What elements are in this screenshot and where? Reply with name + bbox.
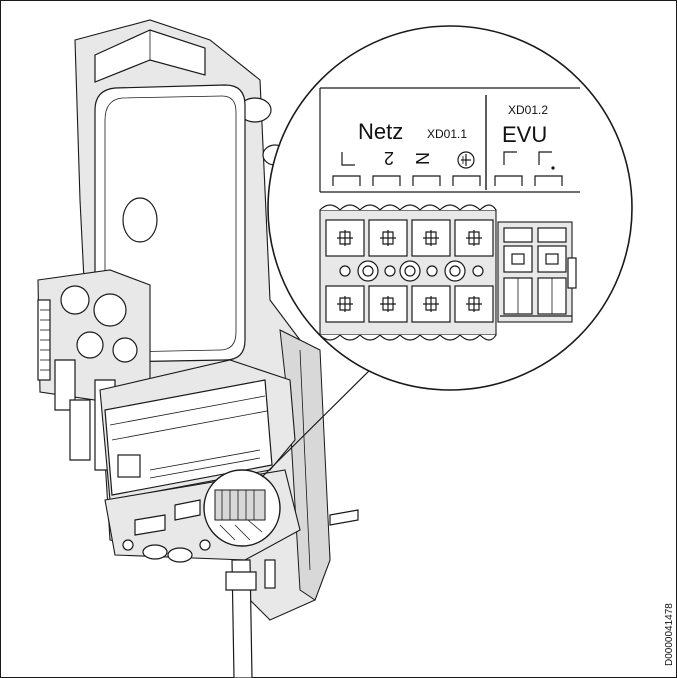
hydraulic-unit xyxy=(37,269,151,471)
earth-icon xyxy=(457,151,475,169)
appliance-illustration xyxy=(37,19,359,678)
netz-terminal-block xyxy=(319,204,497,341)
terminal-label-2: 2 xyxy=(384,148,394,168)
group2-code: XD01.2 xyxy=(508,103,548,117)
terminal-label-row: 2 N xyxy=(341,148,555,170)
terminal-label-EVU-L xyxy=(503,151,517,165)
terminal-label-EVU-L-prime xyxy=(538,151,552,165)
terminal-brackets xyxy=(332,175,563,186)
evu-terminal-block xyxy=(497,221,577,323)
small-terminal-block xyxy=(214,489,266,541)
cover-logo xyxy=(122,197,158,243)
group2-title: EVU xyxy=(502,122,547,147)
terminal-label-L xyxy=(341,152,355,166)
terminal-label-N: N xyxy=(412,152,432,165)
zoom-leader-line xyxy=(261,357,383,478)
group1-title: Netz xyxy=(358,119,403,144)
screw-cell-upper-1 xyxy=(325,219,365,257)
side-connector xyxy=(264,559,276,589)
group1-code: XD01.1 xyxy=(427,127,467,141)
terminal-detail-zoom: Netz XD01.1 XD01.2 EVU 2 N xyxy=(267,25,633,391)
figure-id: D0000041478 xyxy=(664,603,675,666)
screw-cell-lower-3 xyxy=(411,285,451,323)
